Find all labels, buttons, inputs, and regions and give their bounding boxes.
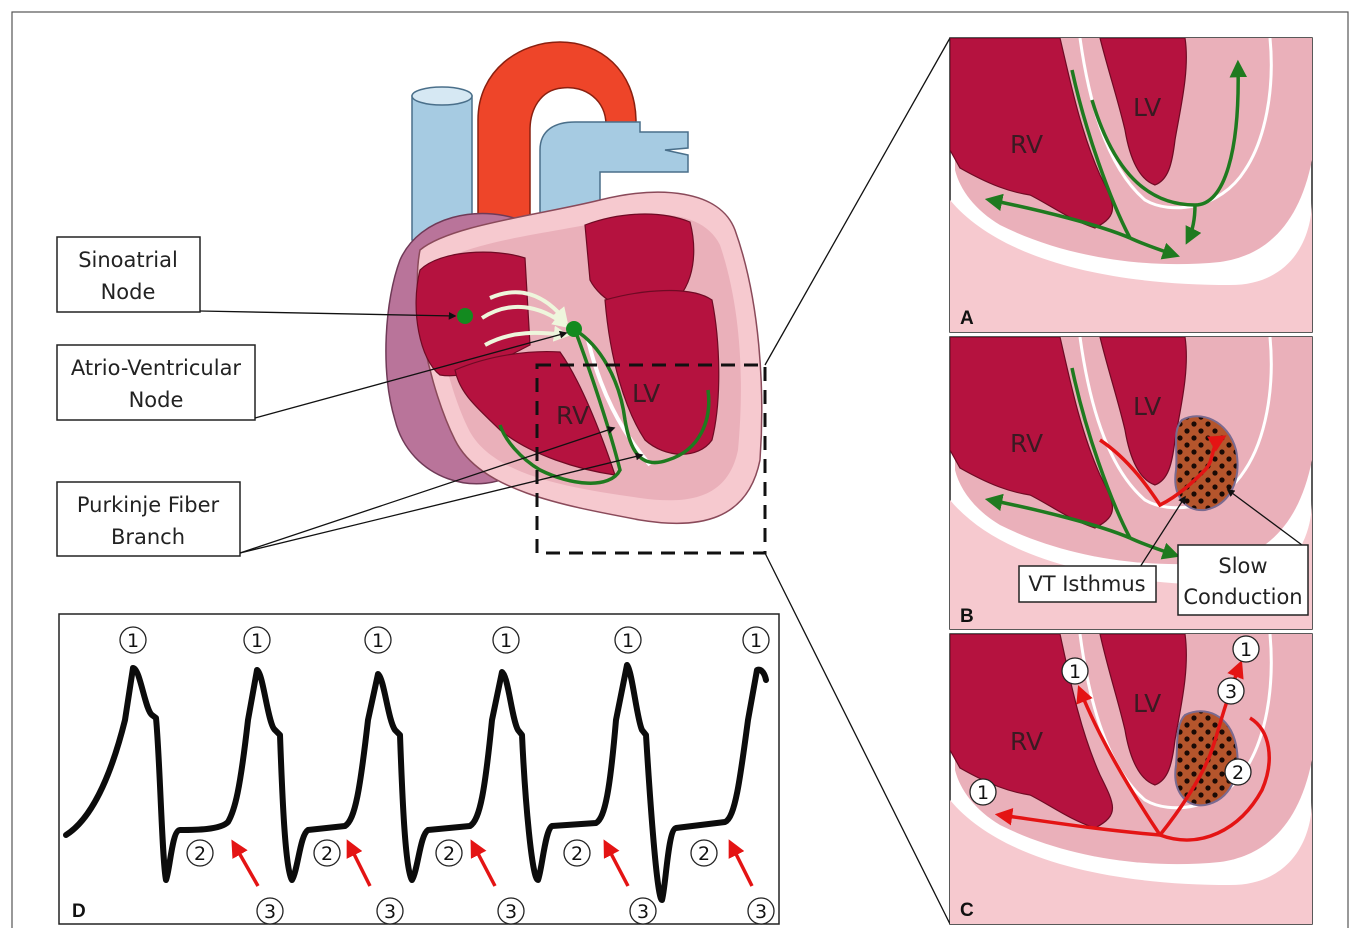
panel-a-letter: A — [960, 308, 974, 329]
ecg-marker-2-beat-1-text: 2 — [194, 843, 206, 865]
panel-c-marker-2-text: 2 — [1232, 762, 1244, 784]
heart-illustration: RV LV — [386, 42, 762, 523]
ecg-marker-1-beat-3-text: 1 — [372, 630, 384, 652]
panel-a: RV LV A — [950, 38, 1312, 332]
panel-a-lv-label: LV — [1133, 93, 1161, 122]
heart-rv-label: RV — [556, 401, 589, 430]
ecg-marker-3-beat-3-text: 3 — [505, 901, 517, 923]
ecg-marker-1-beat-1-text: 1 — [127, 630, 139, 652]
purkinje-label-1: Purkinje Fiber — [77, 493, 220, 517]
panel-b-letter: B — [960, 606, 974, 627]
av-node-dot — [566, 321, 582, 337]
panel-c-marker-3-text: 3 — [1225, 681, 1237, 703]
panel-c-rv-label: RV — [1010, 727, 1043, 756]
ecg-marker-1-beat-5-text: 1 — [622, 630, 634, 652]
panel-c: RV LV 1 1 1 3 2 C — [950, 634, 1312, 924]
av-node-label-1: Atrio-Ventricular — [71, 356, 242, 380]
panel-c-scar-region — [1175, 711, 1237, 805]
purkinje-label-2: Branch — [111, 525, 185, 549]
panel-c-letter: C — [960, 900, 974, 921]
ecg-marker-3-beat-2-text: 3 — [384, 901, 396, 923]
panel-b-rv-label: RV — [1010, 429, 1043, 458]
panel-b-lv-label: LV — [1133, 392, 1161, 421]
vena-cava-opening — [412, 87, 472, 105]
zoom-line-bottom — [765, 553, 950, 924]
panel-d-letter: D — [72, 901, 86, 922]
panel-c-marker-1-lv-text: 1 — [1069, 661, 1081, 683]
ecg-marker-2-beat-4-text: 2 — [571, 843, 583, 865]
ecg-marker-1-beat-2-text: 1 — [251, 630, 263, 652]
ecg-marker-1-beat-4-text: 1 — [500, 630, 512, 652]
panel-c-lv-label: LV — [1133, 689, 1161, 718]
sa-node-dot — [457, 308, 473, 324]
ecg-marker-2-beat-5-text: 2 — [698, 843, 710, 865]
panel-c-marker-1-rv-text: 1 — [977, 782, 989, 804]
panel-b: RV LV VT Isthmus Slow Conduction B — [950, 337, 1312, 629]
ecg-marker-1-beat-6-text: 1 — [750, 630, 762, 652]
av-node-label-2: Node — [129, 388, 184, 412]
panel-a-rv-label: RV — [1010, 130, 1043, 159]
panel-c-marker-1-exit-text: 1 — [1240, 639, 1252, 661]
ecg-marker-2-beat-3-text: 2 — [443, 843, 455, 865]
panel-d: 1 1 1 1 1 1 2 3 2 3 2 3 2 3 2 3 D — [59, 614, 779, 924]
zoom-line-top — [765, 38, 950, 365]
ecg-marker-3-beat-1-text: 3 — [264, 901, 276, 923]
sa-node-label-2: Node — [101, 280, 156, 304]
slow-conduction-label-1: Slow — [1218, 554, 1267, 578]
slow-conduction-label-2: Conduction — [1183, 585, 1302, 609]
heart-lv-label: LV — [632, 379, 660, 408]
ecg-marker-2-beat-2-text: 2 — [321, 843, 333, 865]
ecg-marker-3-beat-5-text: 3 — [755, 901, 767, 923]
vt-isthmus-label: VT Isthmus — [1028, 572, 1145, 596]
ecg-marker-3-beat-4-text: 3 — [637, 901, 649, 923]
sa-node-label-1: Sinoatrial — [78, 248, 178, 272]
